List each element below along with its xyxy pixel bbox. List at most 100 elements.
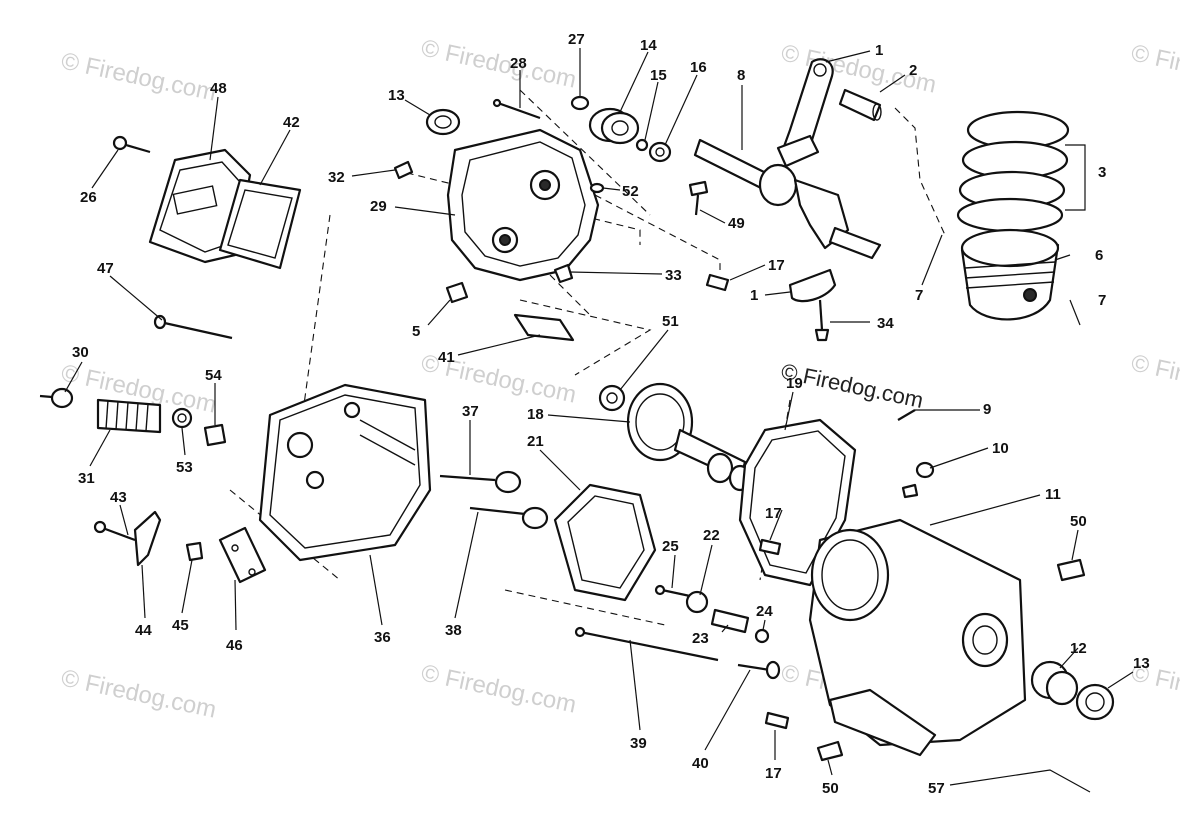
bolt-26 (112, 135, 151, 154)
part-label-14: 14 (640, 37, 657, 54)
washer-27 (570, 95, 590, 111)
gear-14 (588, 107, 640, 145)
intake-valve (439, 470, 522, 494)
part-label-7: 7 (915, 287, 923, 304)
part-label-1b: 1 (750, 287, 758, 304)
wrist-pin (838, 88, 882, 122)
part-label-37: 37 (462, 403, 479, 420)
part-label-53: 53 (176, 459, 193, 476)
pushrod-39 (574, 626, 719, 662)
part-33 (553, 263, 574, 284)
piston-rings (956, 110, 1070, 233)
part-label-19: 19 (786, 375, 803, 392)
part-label-51: 51 (662, 313, 679, 330)
part-label-11: 11 (1045, 486, 1061, 503)
part-label-16: 16 (690, 59, 707, 76)
part-label-30: 30 (72, 344, 89, 361)
crankcase (808, 518, 1027, 757)
part-label-31: 31 (78, 470, 95, 487)
pin-32 (393, 160, 414, 180)
part-label-8: 8 (737, 67, 745, 84)
part-label-38: 38 (445, 622, 462, 639)
part-label-5: 5 (412, 323, 420, 340)
part-label-44: 44 (135, 622, 152, 639)
dowel-17-mid (758, 538, 782, 556)
ball-24 (754, 628, 770, 644)
clip-15 (635, 138, 649, 152)
part-label-54: 54 (205, 367, 222, 384)
rocker-arm (93, 510, 162, 567)
part-label-17a: 17 (768, 257, 785, 274)
part-label-6: 6 (1095, 247, 1103, 264)
valve-spring-31 (96, 398, 162, 434)
part-label-50a: 50 (1070, 513, 1087, 530)
dowel-17-bottom (764, 711, 790, 730)
plate-41 (513, 313, 575, 342)
part-label-34: 34 (877, 315, 894, 332)
bolt-28 (492, 98, 541, 120)
camshaft (626, 382, 752, 492)
oil-seal-bottom (1075, 683, 1115, 721)
part-label-9: 9 (983, 401, 991, 418)
part-5 (445, 281, 469, 304)
part-label-45: 45 (172, 617, 189, 634)
part-label-28: 28 (510, 55, 527, 72)
watermark: © Firedog.com (59, 47, 219, 106)
part-label-46: 46 (226, 637, 243, 654)
rod-bolt (814, 299, 830, 342)
part-label-10: 10 (992, 440, 1009, 457)
tappet-40 (737, 660, 781, 680)
washer-53 (171, 407, 193, 429)
part-label-18: 18 (527, 406, 544, 423)
part-45 (185, 541, 204, 562)
watermark: © Firedog.com (419, 659, 579, 718)
part-52 (589, 182, 605, 194)
crankshaft (693, 138, 882, 260)
part-label-27: 27 (568, 31, 585, 48)
valve-cover-gasket (218, 178, 302, 270)
part-label-36: 36 (374, 629, 391, 646)
crankcase-cover (446, 128, 600, 282)
part-label-1: 1 (875, 42, 883, 59)
part-9 (897, 409, 916, 421)
part-label-41: 41 (438, 349, 455, 366)
bearing-12 (1030, 660, 1079, 706)
breather-50-top (1056, 558, 1086, 582)
spring-23 (710, 608, 750, 634)
part-label-33: 33 (665, 267, 682, 284)
part-label-32: 32 (328, 169, 345, 186)
part-16 (648, 141, 672, 163)
part-label-17c: 17 (765, 765, 782, 782)
part-label-43: 43 (110, 489, 127, 506)
exhaust-valve (469, 506, 549, 530)
part-54 (203, 423, 227, 447)
part-label-2: 2 (909, 62, 917, 79)
part-label-40: 40 (692, 755, 709, 772)
cam-washer-51 (598, 384, 626, 412)
leader-lines (64, 48, 1134, 793)
plate-46 (218, 526, 267, 584)
bolt-49 (688, 180, 709, 216)
part-labels: 1 2 3 6 7 7 8 1 17 34 27 14 15 16 28 13 … (72, 31, 1150, 797)
pushrod-47 (153, 314, 233, 340)
part-label-29: 29 (370, 198, 387, 215)
part-label-3: 3 (1098, 164, 1106, 181)
connecting-rod (776, 58, 834, 168)
part-label-17b: 17 (765, 505, 782, 522)
part-label-7b: 7 (1098, 292, 1106, 309)
retainer-30 (39, 387, 74, 409)
part-label-57: 57 (928, 780, 945, 797)
watermark: © Firedog.com (1129, 349, 1180, 408)
part-label-13: 13 (388, 87, 405, 104)
rod-cap (788, 268, 837, 303)
part-label-12: 12 (1070, 640, 1087, 657)
part-label-39: 39 (630, 735, 647, 752)
part-label-47: 47 (97, 260, 114, 277)
part-label-21: 21 (527, 433, 544, 450)
part-label-13b: 13 (1133, 655, 1150, 672)
oil-seal-top (425, 108, 461, 136)
part-label-42: 42 (283, 114, 300, 131)
part-label-24: 24 (756, 603, 773, 620)
breather-50-bottom (816, 740, 844, 762)
